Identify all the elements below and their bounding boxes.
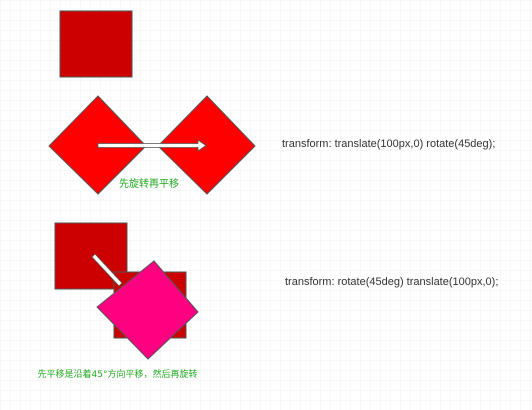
code-label-translate-rotate: transform: translate(100px,0) rotate(45d… [282, 138, 496, 150]
code-label-rotate-translate: transform: rotate(45deg) translate(100px… [285, 276, 499, 288]
rotated-translated-square [96, 260, 199, 360]
note-rotate-then-translate: 先旋转再平移 [119, 179, 179, 190]
rotated-square-right [157, 95, 256, 195]
diagonal-translate-arrow [91, 253, 123, 287]
rotated-square-left [48, 95, 147, 195]
original-square [59, 10, 133, 78]
note-translate-then-rotate: 先平移是沿着45°方向平移，然后再旋转 [37, 370, 198, 380]
translate-arrow [97, 139, 207, 152]
